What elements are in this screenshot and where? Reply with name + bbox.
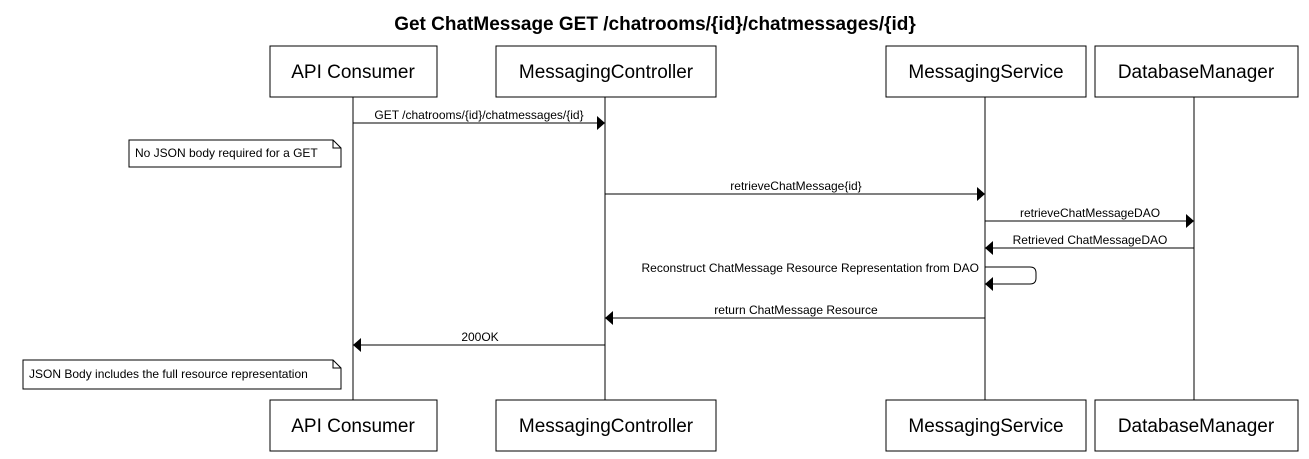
participant-label: MessagingController	[519, 416, 694, 437]
note-label: No JSON body required for a GET	[135, 146, 318, 160]
participant-label: DatabaseManager	[1118, 416, 1275, 437]
message-reconstruct-self: Reconstruct ChatMessage Resource Represe…	[642, 261, 1037, 291]
message-label: retrieveChatMessageDAO	[1020, 206, 1160, 220]
message-label: retrieveChatMessage{id}	[730, 179, 861, 193]
arrowhead-icon	[977, 187, 985, 201]
participant-messaging-controller-bottom: MessagingController	[495, 399, 717, 452]
participant-messaging-service-bottom: MessagingService	[885, 399, 1087, 452]
arrowhead-icon	[597, 116, 605, 130]
message-label: 200OK	[461, 330, 498, 344]
message-retrieve-dao: retrieveChatMessageDAO	[985, 206, 1194, 228]
arrowhead-icon	[1186, 214, 1194, 228]
diagram-title: Get ChatMessage GET /chatrooms/{id}/chat…	[394, 14, 916, 35]
message-label: Retrieved ChatMessageDAO	[1013, 233, 1168, 247]
participant-label: API Consumer	[291, 62, 415, 83]
participant-messaging-controller-top: MessagingController	[495, 45, 717, 98]
arrowhead-icon	[353, 338, 361, 352]
arrowhead-icon	[605, 311, 613, 325]
participant-database-manager-top: DatabaseManager	[1094, 45, 1299, 98]
message-label: return ChatMessage Resource	[714, 303, 878, 317]
participant-label: MessagingService	[908, 416, 1063, 437]
message-label: Reconstruct ChatMessage Resource Represe…	[642, 261, 979, 275]
message-label: GET /chatrooms/{id}/chatmessages/{id}	[374, 108, 583, 122]
participant-label: API Consumer	[291, 416, 415, 437]
arrowhead-icon	[985, 277, 993, 291]
message-retrieved-dao: Retrieved ChatMessageDAO	[985, 233, 1194, 255]
participant-api-consumer-top: API Consumer	[269, 45, 438, 98]
note-label: JSON Body includes the full resource rep…	[29, 367, 308, 381]
note-json-body-full-resource: JSON Body includes the full resource rep…	[22, 359, 342, 390]
participant-label: MessagingController	[519, 62, 694, 83]
arrowhead-icon	[985, 241, 993, 255]
message-get-request: GET /chatrooms/{id}/chatmessages/{id}	[353, 108, 605, 130]
participant-api-consumer-bottom: API Consumer	[269, 399, 438, 452]
participant-messaging-service-top: MessagingService	[885, 45, 1087, 98]
message-return-resource: return ChatMessage Resource	[605, 303, 985, 325]
message-200-ok: 200OK	[353, 330, 605, 352]
participant-database-manager-bottom: DatabaseManager	[1094, 399, 1299, 452]
message-retrieve-chat-message: retrieveChatMessage{id}	[605, 179, 985, 201]
participant-label: DatabaseManager	[1118, 62, 1275, 83]
participant-label: MessagingService	[908, 62, 1063, 83]
note-no-json-body: No JSON body required for a GET	[128, 139, 342, 168]
